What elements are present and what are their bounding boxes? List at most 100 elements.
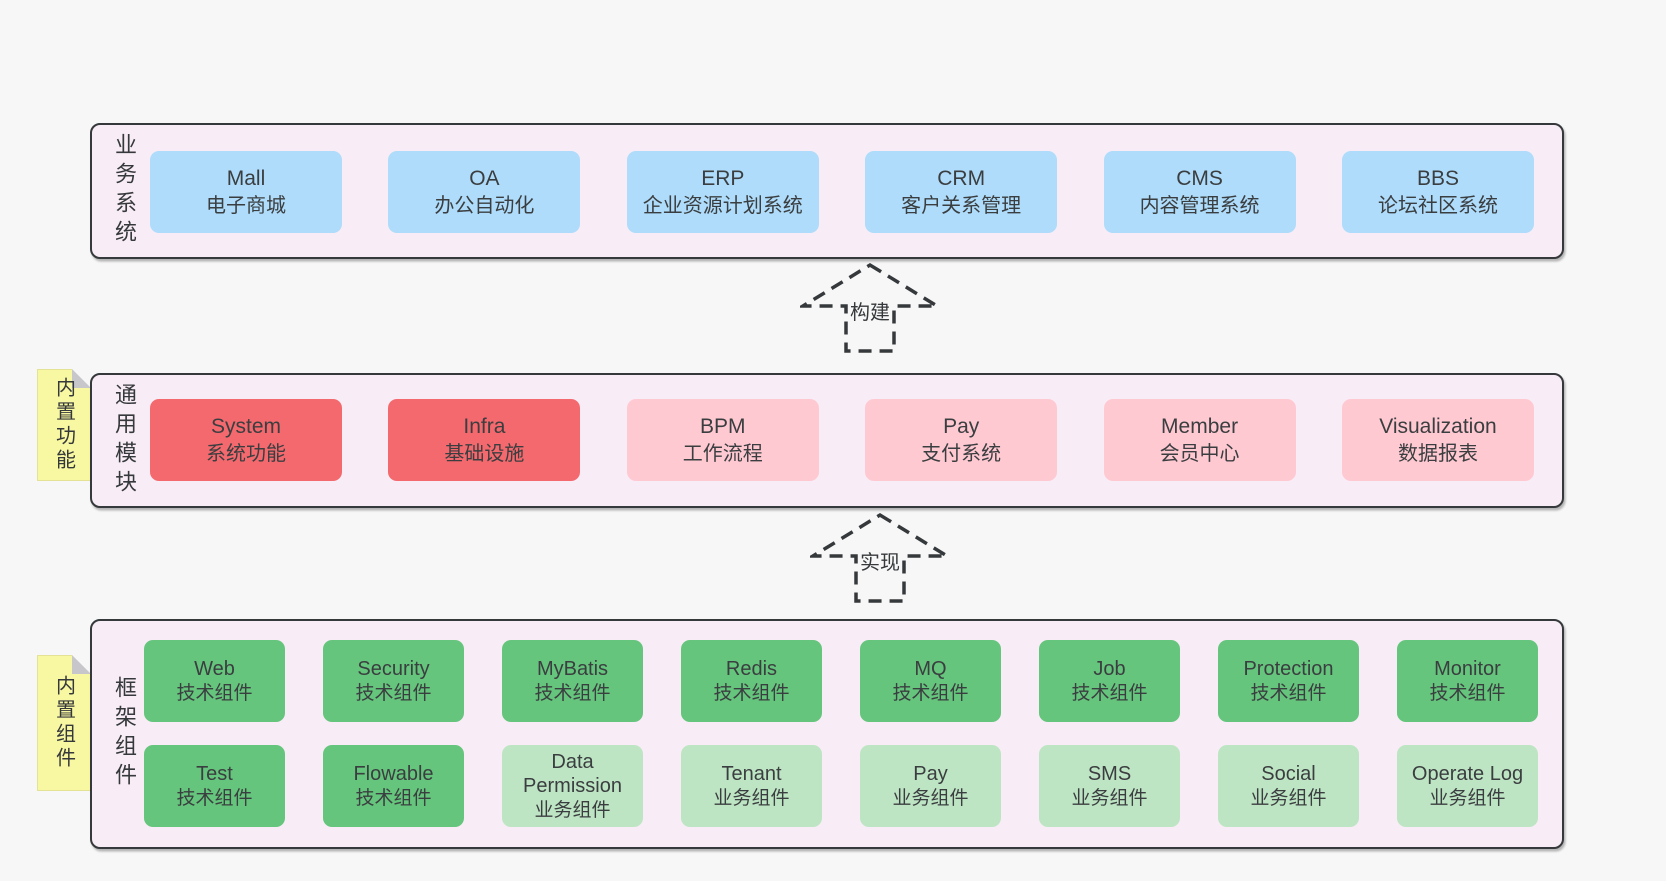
box-subtitle: 技术组件 [713,682,790,704]
box-subtitle: 内容管理系统 [1139,194,1260,217]
box-title: SMS [1087,763,1132,786]
box-subtitle: 技术组件 [176,682,253,704]
box-subtitle: 技术组件 [892,682,969,704]
box-subtitle: 业务组件 [1250,787,1327,809]
box-title: CMS [1176,167,1223,191]
box-title: Mall [226,167,266,191]
box-oa: OA 办公自动化 [388,151,581,233]
box-subtitle: 技术组件 [1071,682,1148,704]
sticky-built-in-components: 内置组件 [37,655,91,791]
box-title: Member [1161,415,1239,439]
box-tenant: Tenant 业务组件 [681,745,822,827]
box-title: Protection [1243,658,1334,681]
arrow-build-label: 构建 [850,302,890,324]
box-flowable: Flowable 技术组件 [323,745,464,827]
sticky-built-in-features: 内置功能 [37,369,91,481]
box-subtitle: 技术组件 [355,682,432,704]
box-operate-log: Operate Log 业务组件 [1397,745,1538,827]
business-box-row: Mall 电子商城 OA 办公自动化 ERP 企业资源计划系统 CRM 客户关系… [150,151,1534,233]
box-subtitle: 技术组件 [534,682,611,704]
box-subtitle: 论坛社区系统 [1377,194,1498,217]
box-subtitle: 数据报表 [1397,442,1478,465]
sticky-label: 内置功能 [52,377,75,473]
layer-common-modules: 通用模块 System 系统功能 Infra 基础设施 BPM 工作流程 Pay… [90,373,1564,508]
box-title: Monitor [1434,658,1501,681]
box-title: Test [196,763,233,786]
box-member: Member 会员中心 [1103,399,1296,481]
modules-box-row: System 系统功能 Infra 基础设施 BPM 工作流程 Pay 支付系统… [150,399,1534,481]
box-title: Social [1261,763,1316,786]
box-title: Job [1093,658,1126,681]
box-title: Flowable [353,763,434,786]
box-subtitle: 电子商城 [206,194,286,217]
box-title: System [210,415,281,439]
box-social: Social 业务组件 [1218,745,1359,827]
box-title: Tenant [721,763,782,786]
box-subtitle: 业务组件 [534,799,611,821]
box-crm: CRM 客户关系管理 [865,151,1058,233]
box-title: ERP [701,167,745,191]
box-subtitle: 客户关系管理 [901,194,1022,217]
box-title: Web [194,658,235,681]
up-block-arrow-icon [800,262,940,353]
arrow-implement: 实现 [810,512,950,604]
arrow-implement-label: 实现 [860,552,900,574]
box-mq: MQ 技术组件 [860,640,1001,722]
layer-label-business: 业务系统 [112,133,137,249]
box-subtitle: 基础设施 [444,442,525,465]
box-erp: ERP 企业资源计划系统 [626,151,819,233]
box-data-permission: Data Permission 业务组件 [502,745,643,827]
box-security: Security 技术组件 [323,640,464,722]
box-pay-biz: Pay 业务组件 [860,745,1001,827]
box-title: BPM [700,415,746,439]
box-subtitle: 系统功能 [206,442,286,465]
arrow-build: 构建 [800,262,940,354]
box-subtitle: 技术组件 [355,787,432,809]
box-subtitle: 业务组件 [713,787,790,809]
box-cms: CMS 内容管理系统 [1103,151,1296,233]
box-subtitle: 工作流程 [682,442,763,465]
box-title: Operate Log [1411,763,1524,786]
box-pay: Pay 支付系统 [865,399,1058,481]
box-title: BBS [1416,167,1459,191]
box-title: Pay [943,415,980,439]
framework-box-row-1: Web 技术组件 Security 技术组件 MyBatis 技术组件 Redi… [144,640,1538,722]
box-mybatis: MyBatis 技术组件 [502,640,643,722]
box-mall: Mall 电子商城 [150,151,342,233]
box-sms: SMS 业务组件 [1039,745,1180,827]
fold-corner-icon [72,655,91,674]
box-protection: Protection 技术组件 [1218,640,1359,722]
box-system: System 系统功能 [150,399,342,481]
box-title: Pay [913,763,948,786]
box-subtitle: 技术组件 [1250,682,1327,704]
box-subtitle: 业务组件 [892,787,969,809]
box-subtitle: 支付系统 [921,442,1002,465]
box-title: Infra [463,415,506,439]
box-title: Redis [725,658,778,681]
box-redis: Redis 技术组件 [681,640,822,722]
up-block-arrow-icon [810,512,950,603]
box-subtitle: 技术组件 [176,787,253,809]
sticky-label: 内置组件 [52,675,75,771]
box-subtitle: 业务组件 [1071,787,1148,809]
box-subtitle: 业务组件 [1429,787,1506,809]
box-job: Job 技术组件 [1039,640,1180,722]
box-infra: Infra 基础设施 [388,399,581,481]
box-subtitle: 技术组件 [1429,682,1506,704]
box-subtitle: 会员中心 [1159,442,1240,465]
fold-corner-icon [72,369,91,388]
box-title: MyBatis [536,658,609,681]
box-title: Security [357,658,430,681]
box-monitor: Monitor 技术组件 [1397,640,1538,722]
box-title: Visualization [1379,415,1497,439]
layer-label-framework: 框架组件 [112,676,137,792]
layer-framework-components: 框架组件 Web 技术组件 Security 技术组件 MyBatis 技术组件… [90,619,1564,849]
box-subtitle: 办公自动化 [434,194,535,217]
box-subtitle: 企业资源计划系统 [642,194,803,217]
framework-box-row-2: Test 技术组件 Flowable 技术组件 Data Permission … [144,745,1538,827]
box-bpm: BPM 工作流程 [626,399,819,481]
box-title: Data Permission [523,751,622,798]
box-title: OA [469,167,500,191]
box-web: Web 技术组件 [144,640,285,722]
